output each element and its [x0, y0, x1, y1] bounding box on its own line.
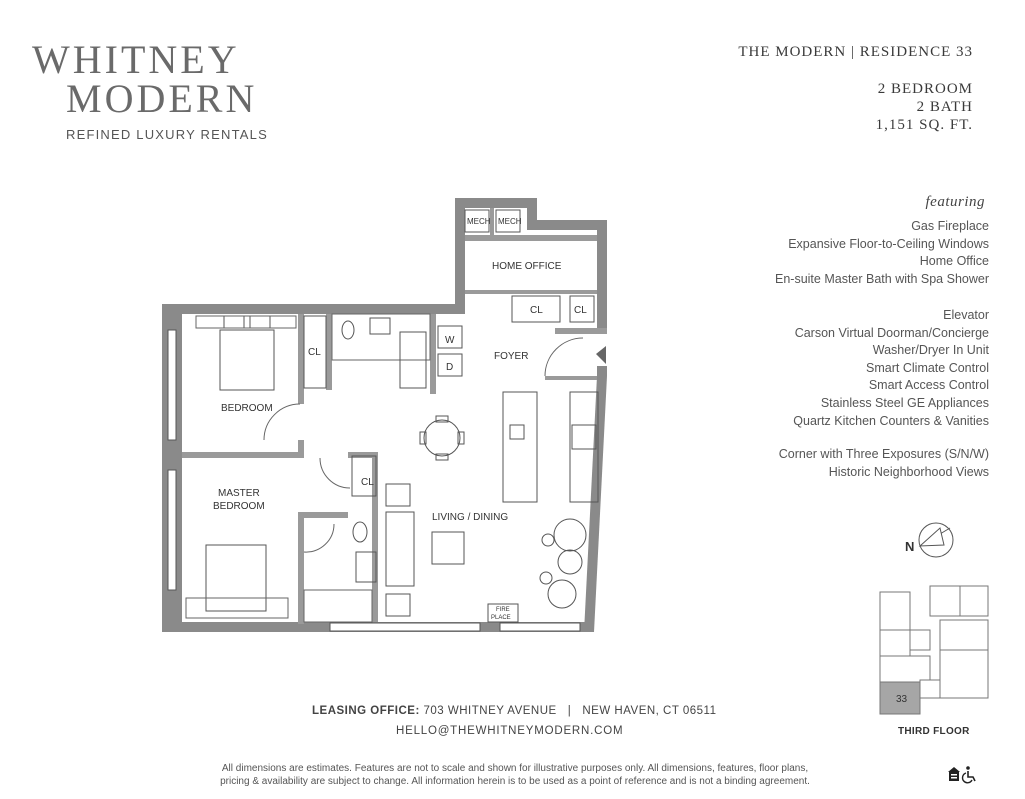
feature-item: Stainless Steel GE Appliances — [820, 395, 989, 410]
disclaimer: All dimensions are estimates. Features a… — [120, 762, 910, 788]
feature-item: En-suite Master Bath with Spa Shower — [775, 271, 989, 286]
features-group-2: Elevator Carson Virtual Doorman/Concierg… — [793, 307, 989, 430]
interior-walls — [182, 208, 607, 624]
foyer-label: FOYER — [494, 351, 528, 362]
washer-label: W — [445, 335, 455, 346]
bedroom-closet-label: CL — [308, 347, 321, 358]
leasing-office-line: LEASING OFFICE: 703 WHITNEY AVENUE | NEW… — [312, 705, 717, 717]
living-dining-label: LIVING / DINING — [432, 512, 508, 523]
master-bedroom-label: MASTER — [218, 488, 260, 499]
feature-item: Historic Neighborhood Views — [828, 464, 989, 479]
features-title: featuring — [925, 194, 985, 210]
features-group-1: Gas Fireplace Expansive Floor-to-Ceiling… — [775, 218, 989, 288]
bedroom-count: 2 BEDROOM — [877, 81, 973, 97]
leasing-office-label: LEASING OFFICE: — [312, 705, 420, 717]
feature-item: Home Office — [919, 254, 989, 269]
equal-housing-icon — [948, 767, 960, 781]
home-office-label: HOME OFFICE — [492, 261, 562, 272]
brand-tagline: REFINED LUXURY RENTALS — [66, 127, 268, 142]
master-bedroom-label: BEDROOM — [213, 501, 265, 512]
office-closet-label: CL — [574, 305, 587, 316]
floor-label: THIRD FLOOR — [898, 726, 970, 737]
feature-item: Expansive Floor-to-Ceiling Windows — [788, 236, 989, 251]
mech-label: MECH — [467, 217, 491, 226]
disclaimer-line: All dimensions are estimates. Features a… — [221, 763, 809, 774]
bedroom-label: BEDROOM — [221, 403, 273, 414]
square-footage: 1,151 SQ. FT. — [875, 117, 973, 133]
feature-item: Carson Virtual Doorman/Concierge — [794, 325, 989, 340]
compass-north-label: N — [905, 539, 914, 554]
features-group-3: Corner with Three Exposures (S/N/W) Hist… — [779, 446, 989, 481]
unit-33-highlight — [879, 681, 921, 715]
residence-info: THE MODERN | RESIDENCE 33 2 BEDROOM 2 BA… — [738, 43, 973, 134]
feature-item: Smart Access Control — [868, 378, 989, 393]
dryer-label: D — [446, 362, 453, 373]
brand-name-line1: WHITNEY — [32, 37, 240, 82]
fireplace-label: PLACE — [491, 615, 511, 621]
feature-item: Smart Climate Control — [866, 360, 989, 375]
feature-item: Gas Fireplace — [911, 219, 989, 233]
contact-email[interactable]: HELLO@THEWHITNEYMODERN.COM — [396, 725, 624, 737]
brand-name-line2: MODERN — [66, 76, 258, 121]
leasing-office-address: 703 WHITNEY AVENUE | NEW HAVEN, CT 06511 — [423, 705, 717, 717]
bath-count: 2 BATH — [916, 99, 973, 115]
feature-item: Corner with Three Exposures (S/N/W) — [778, 447, 989, 461]
feature-item: Quartz Kitchen Counters & Vanities — [793, 413, 989, 428]
feature-item: Washer/Dryer In Unit — [872, 343, 989, 358]
residence-title: THE MODERN | RESIDENCE 33 — [738, 44, 973, 60]
disclaimer-line: pricing & availability are subject to ch… — [220, 776, 810, 787]
feature-item: Elevator — [943, 308, 989, 322]
master-closet-label: CL — [361, 477, 374, 488]
key-plan — [879, 585, 989, 715]
key-plan-unit-label: 33 — [896, 694, 908, 705]
mech-label: MECH — [498, 217, 522, 226]
office-closet-label: CL — [530, 305, 543, 316]
wheelchair-icon — [961, 766, 976, 784]
fireplace-label: FIRE — [496, 607, 510, 613]
compass-icon: N — [905, 522, 954, 558]
